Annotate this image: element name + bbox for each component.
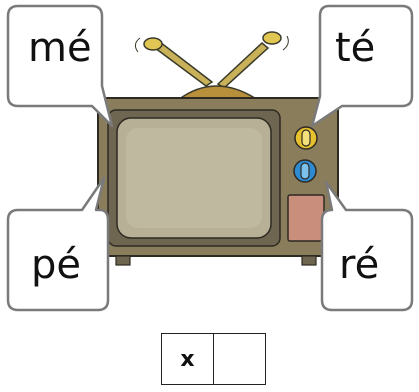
- answer-cell-2[interactable]: [213, 334, 265, 384]
- tv-antennas: [134, 31, 289, 89]
- tv-knob-blue: [293, 159, 317, 183]
- bubble-top-right: [310, 4, 414, 128]
- tv-knob-yellow: [294, 126, 318, 150]
- answer-boxes: x: [161, 333, 266, 385]
- tv-foot-left: [115, 255, 131, 266]
- answer-cell-1[interactable]: x: [180, 346, 195, 372]
- tv-speaker-panel: [287, 194, 325, 242]
- tv-foot-right: [301, 255, 317, 266]
- bubble-bottom-right: [320, 180, 414, 312]
- bubble-top-left: [6, 4, 114, 128]
- bubble-bottom-left: [6, 176, 110, 312]
